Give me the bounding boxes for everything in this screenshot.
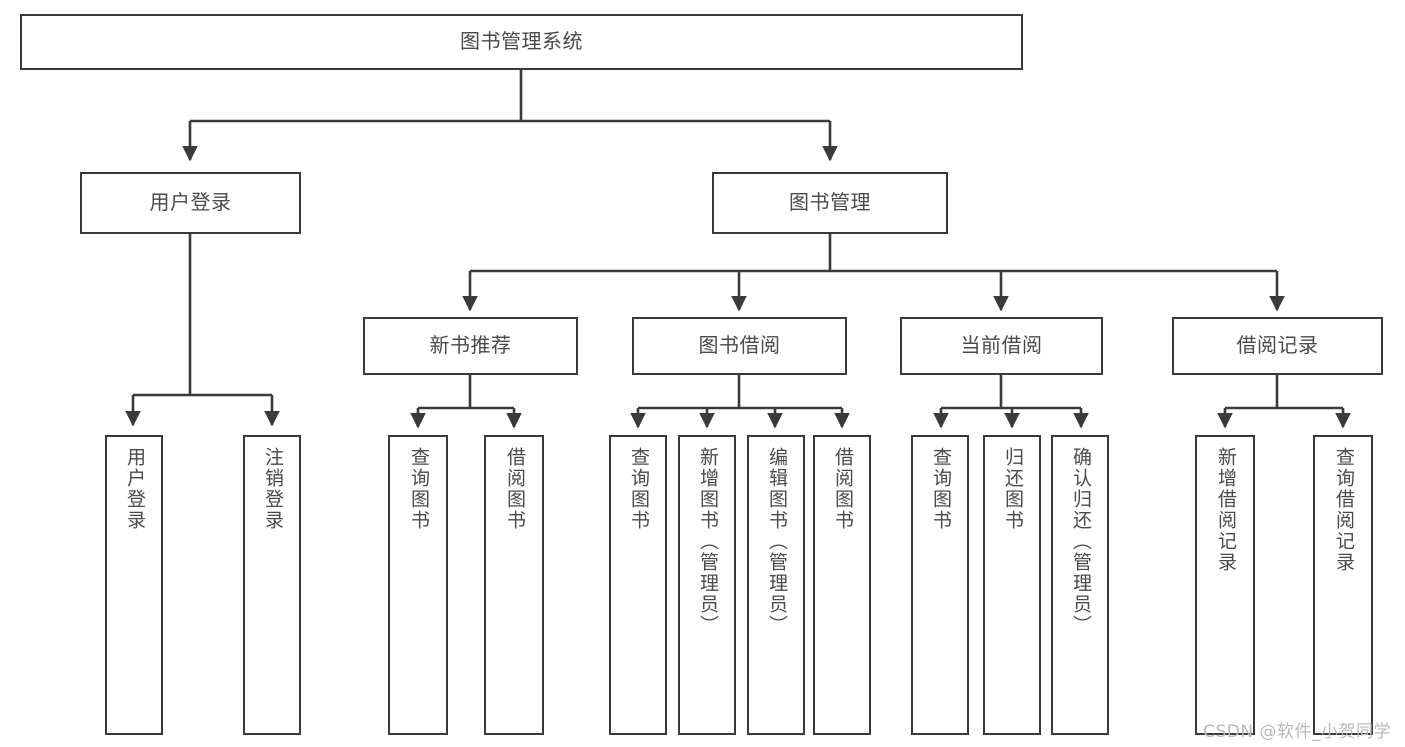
leaf-book-borrow-4-label: 借阅图书 [831, 447, 854, 531]
node-new-book-recommend-label: 新书推荐 [429, 333, 512, 358]
leaf-user-login-1-label: 用户登录 [123, 447, 146, 531]
leaf-borrow-record-2[interactable]: 查询借阅记录 [1313, 435, 1373, 735]
leaf-new-book-1-label: 查询图书 [407, 447, 430, 531]
node-root[interactable]: 图书管理系统 [20, 14, 1023, 70]
leaf-new-book-2[interactable]: 借阅图书 [484, 435, 544, 735]
node-book-borrow-label: 图书借阅 [698, 333, 781, 358]
leaf-new-book-2-label: 借阅图书 [503, 447, 526, 531]
leaf-current-borrow-3[interactable]: 确认归还（管理员） [1051, 435, 1109, 735]
node-book-borrow[interactable]: 图书借阅 [632, 317, 847, 375]
leaf-borrow-record-2-label: 查询借阅记录 [1332, 447, 1355, 573]
leaf-new-book-1[interactable]: 查询图书 [388, 435, 448, 735]
leaf-book-borrow-2-label: 新增图书（管理员） [696, 447, 719, 636]
leaf-current-borrow-2-label: 归还图书 [1001, 447, 1024, 531]
node-new-book-recommend[interactable]: 新书推荐 [363, 317, 578, 375]
leaf-current-borrow-1[interactable]: 查询图书 [911, 435, 969, 735]
watermark-text: CSDN @软件_小贺同学 [1203, 722, 1391, 742]
node-root-label: 图书管理系统 [460, 29, 583, 54]
leaf-book-borrow-3-label: 编辑图书（管理员） [765, 447, 788, 636]
node-book-manage-label: 图书管理 [789, 190, 871, 215]
node-user-login[interactable]: 用户登录 [80, 172, 301, 234]
node-book-manage[interactable]: 图书管理 [712, 172, 948, 234]
leaf-current-borrow-1-label: 查询图书 [929, 447, 952, 531]
leaf-book-borrow-1[interactable]: 查询图书 [609, 435, 667, 735]
node-borrow-record[interactable]: 借阅记录 [1172, 317, 1383, 375]
node-current-borrow[interactable]: 当前借阅 [900, 317, 1103, 375]
leaf-user-login-1[interactable]: 用户登录 [105, 435, 163, 735]
leaf-user-login-2[interactable]: 注销登录 [243, 435, 301, 735]
node-current-borrow-label: 当前借阅 [960, 333, 1043, 358]
leaf-borrow-record-1[interactable]: 新增借阅记录 [1195, 435, 1255, 735]
leaf-book-borrow-3[interactable]: 编辑图书（管理员） [747, 435, 805, 735]
leaf-book-borrow-4[interactable]: 借阅图书 [813, 435, 871, 735]
leaf-borrow-record-1-label: 新增借阅记录 [1214, 447, 1237, 573]
leaf-current-borrow-2[interactable]: 归还图书 [983, 435, 1041, 735]
leaf-current-borrow-3-label: 确认归还（管理员） [1069, 447, 1092, 636]
leaf-book-borrow-2[interactable]: 新增图书（管理员） [678, 435, 736, 735]
leaf-user-login-2-label: 注销登录 [261, 447, 284, 531]
leaf-book-borrow-1-label: 查询图书 [627, 447, 650, 531]
node-user-login-label: 用户登录 [149, 190, 232, 215]
node-borrow-record-label: 借阅记录 [1236, 333, 1319, 358]
